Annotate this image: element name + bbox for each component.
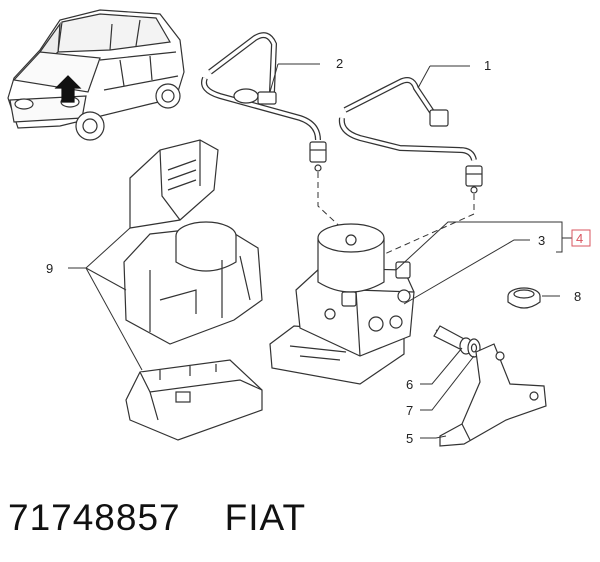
callout-1: 1 (484, 58, 491, 73)
callout-5: 5 (406, 431, 413, 446)
callout-7: 7 (406, 403, 413, 418)
callout-3: 3 (538, 233, 545, 248)
callout-2: 2 (336, 56, 343, 71)
callout-4-highlight-box (571, 229, 591, 247)
grommet-8 (507, 287, 541, 309)
brake-pipe-1 (338, 77, 483, 194)
cover-set-9 (123, 139, 263, 441)
car-thumbnail (7, 9, 185, 141)
leader-lines (68, 63, 572, 439)
footer: 71748857 FIAT (8, 488, 306, 548)
bracket-5 (439, 343, 547, 447)
bolt-6 (433, 325, 473, 355)
callout-9: 9 (46, 261, 53, 276)
parts-diagram: 1 2 3 4 5 6 7 8 9 (7, 9, 591, 447)
callout-8: 8 (574, 289, 581, 304)
callout-6: 6 (406, 377, 413, 392)
abs-modulator (269, 223, 415, 385)
callout-4: 4 (576, 231, 583, 246)
brand-name: FIAT (224, 497, 307, 538)
brake-pipe-2 (201, 32, 327, 172)
part-number: 71748857 (8, 497, 181, 538)
